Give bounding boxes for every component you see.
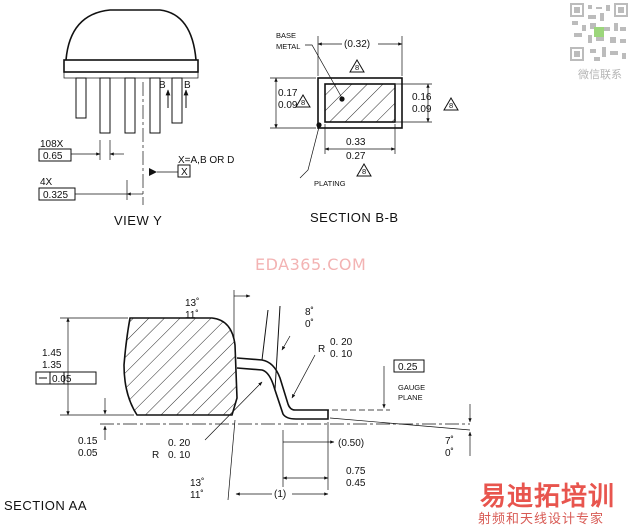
right-angle-min: 0˚: [305, 318, 314, 330]
view-y-title: VIEW Y: [114, 213, 162, 228]
top-dimension: (0.32): [344, 39, 370, 50]
section-aa-title: SECTION AA: [4, 498, 87, 513]
radius-lower-prefix: R: [152, 450, 159, 461]
radius-upper-max: 0. 20: [330, 337, 353, 348]
top-angle-max: 13˚: [185, 297, 199, 309]
note-flag: 8: [355, 63, 359, 72]
foot-length-max: 0.75: [346, 466, 366, 477]
qr-caption: 微信联系: [578, 68, 622, 81]
height-min: 1.35: [42, 360, 62, 371]
radius-upper-min: 0. 10: [330, 349, 353, 360]
plating-outline: [317, 77, 403, 129]
lead-angle-min: 0˚: [445, 447, 454, 459]
plating-label: PLATING: [314, 179, 346, 188]
pitch-value: 0.325: [43, 190, 68, 201]
package-body-section: [123, 317, 238, 416]
lead-angle-max: 7˚: [445, 435, 454, 447]
base-metal: [324, 83, 396, 123]
bottom-angle-max: 13˚: [190, 477, 204, 489]
lead: [171, 77, 183, 124]
watermark-logo: 易迪拓培训: [480, 482, 616, 512]
bottom-dim-min: 0.27: [346, 151, 366, 162]
section-marker-b: B: [159, 80, 166, 91]
package-base-band: [63, 59, 199, 73]
pitch-prefix: 4X: [40, 177, 53, 188]
qr-code: [570, 3, 628, 61]
left-dim-min: 0.09: [278, 100, 298, 111]
lead: [124, 77, 136, 134]
note-flag: 8: [362, 167, 366, 176]
lead-width-value: 0.65: [43, 151, 63, 162]
radius-lower-max: 0. 20: [168, 438, 191, 449]
right-dim-min: 0.09: [412, 104, 432, 115]
datum-box: X: [181, 167, 188, 178]
radius-upper-prefix: R: [318, 344, 325, 355]
flatness-value: 0.05: [52, 374, 72, 385]
base-metal-label: METAL: [276, 42, 300, 51]
lead: [99, 77, 111, 134]
section-marker-b: B: [184, 80, 191, 91]
bottom-dim-max: 0.33: [346, 137, 366, 148]
section-aa: 13˚ 11˚ 8˚ 0˚ R 0. 20 0. 10 1.45 1.35 0.…: [4, 290, 472, 513]
lead: [75, 77, 87, 119]
section-bb: BASE METAL (0.32) 8 0.17 0.09 8 0.16 0.0…: [270, 31, 459, 225]
right-dim-max: 0.16: [412, 92, 432, 103]
gauge-label: PLANE: [398, 393, 423, 402]
ref-dimension: (0.50): [338, 438, 364, 449]
package-body-outline: [65, 9, 197, 61]
standoff-max: 0.15: [78, 436, 98, 447]
standoff-min: 0.05: [78, 448, 98, 459]
datum-note: X=A,B OR D: [178, 155, 234, 166]
left-dim-max: 0.17: [278, 88, 298, 99]
lead: [149, 77, 161, 134]
gauge-value: 0.25: [398, 362, 418, 373]
top-angle-min: 11˚: [185, 309, 199, 321]
foot-length-min: 0.45: [346, 478, 366, 489]
gauge-label: GAUGE: [398, 383, 425, 392]
right-angle-max: 8˚: [305, 306, 314, 318]
view-y: B B 108X 0.65 4X 0.325 X=A,B OR D X VIEW…: [38, 9, 234, 228]
note-flag: 8: [449, 101, 453, 110]
note-flag: 8: [301, 98, 305, 107]
foot-length-ref: (1): [274, 489, 286, 500]
bottom-angle-min: 11˚: [190, 489, 204, 501]
base-metal-label: BASE: [276, 31, 296, 40]
lead-count-prefix: 108X: [40, 139, 64, 150]
radius-lower-min: 0. 10: [168, 450, 191, 461]
watermark-logo-subtitle: 射频和天线设计专家: [478, 512, 605, 527]
watermark-text: EDA365.COM: [255, 255, 367, 274]
height-max: 1.45: [42, 348, 62, 359]
section-bb-title: SECTION B-B: [310, 210, 399, 225]
